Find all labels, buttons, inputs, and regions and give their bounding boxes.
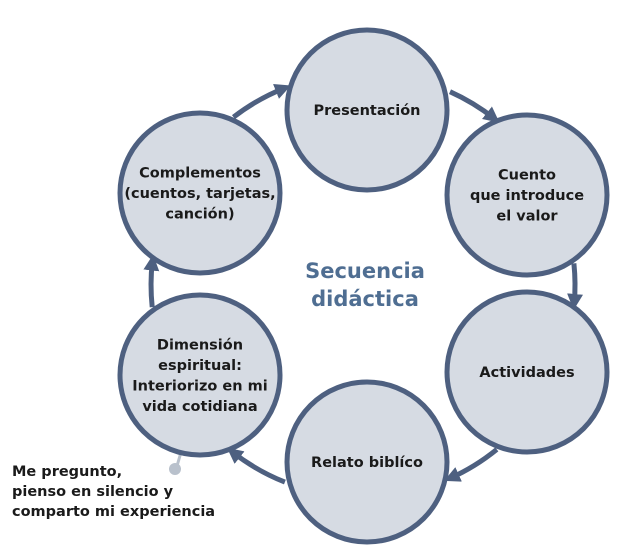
node-complementos: Complementos(cuentos, tarjetas,canción) xyxy=(117,110,283,276)
node-label: Complementos(cuentos, tarjetas,canción) xyxy=(124,166,275,223)
node-circle xyxy=(117,110,283,276)
cycle-arrow xyxy=(231,83,291,120)
cycle-arrow xyxy=(448,89,500,123)
node-label: Actividades xyxy=(479,365,574,381)
node-label: Presentación xyxy=(314,103,421,119)
node-presentacion: Presentación xyxy=(284,27,450,193)
node-actividades: Actividades xyxy=(444,289,610,455)
cycle-arrow xyxy=(567,263,584,310)
cycle-arrow xyxy=(143,254,160,308)
node-circle xyxy=(117,292,283,458)
cycle-arrows xyxy=(143,83,584,485)
node-label: Relato biblíco xyxy=(311,455,423,471)
cycle-arrow xyxy=(226,447,286,485)
node-circle xyxy=(284,379,450,545)
node-circle xyxy=(444,112,610,278)
node-relato-biblico: Relato biblíco xyxy=(284,379,450,545)
node-circle xyxy=(284,27,450,193)
node-circle xyxy=(444,289,610,455)
cycle-arrow xyxy=(444,447,499,482)
callout-dot xyxy=(169,463,181,475)
